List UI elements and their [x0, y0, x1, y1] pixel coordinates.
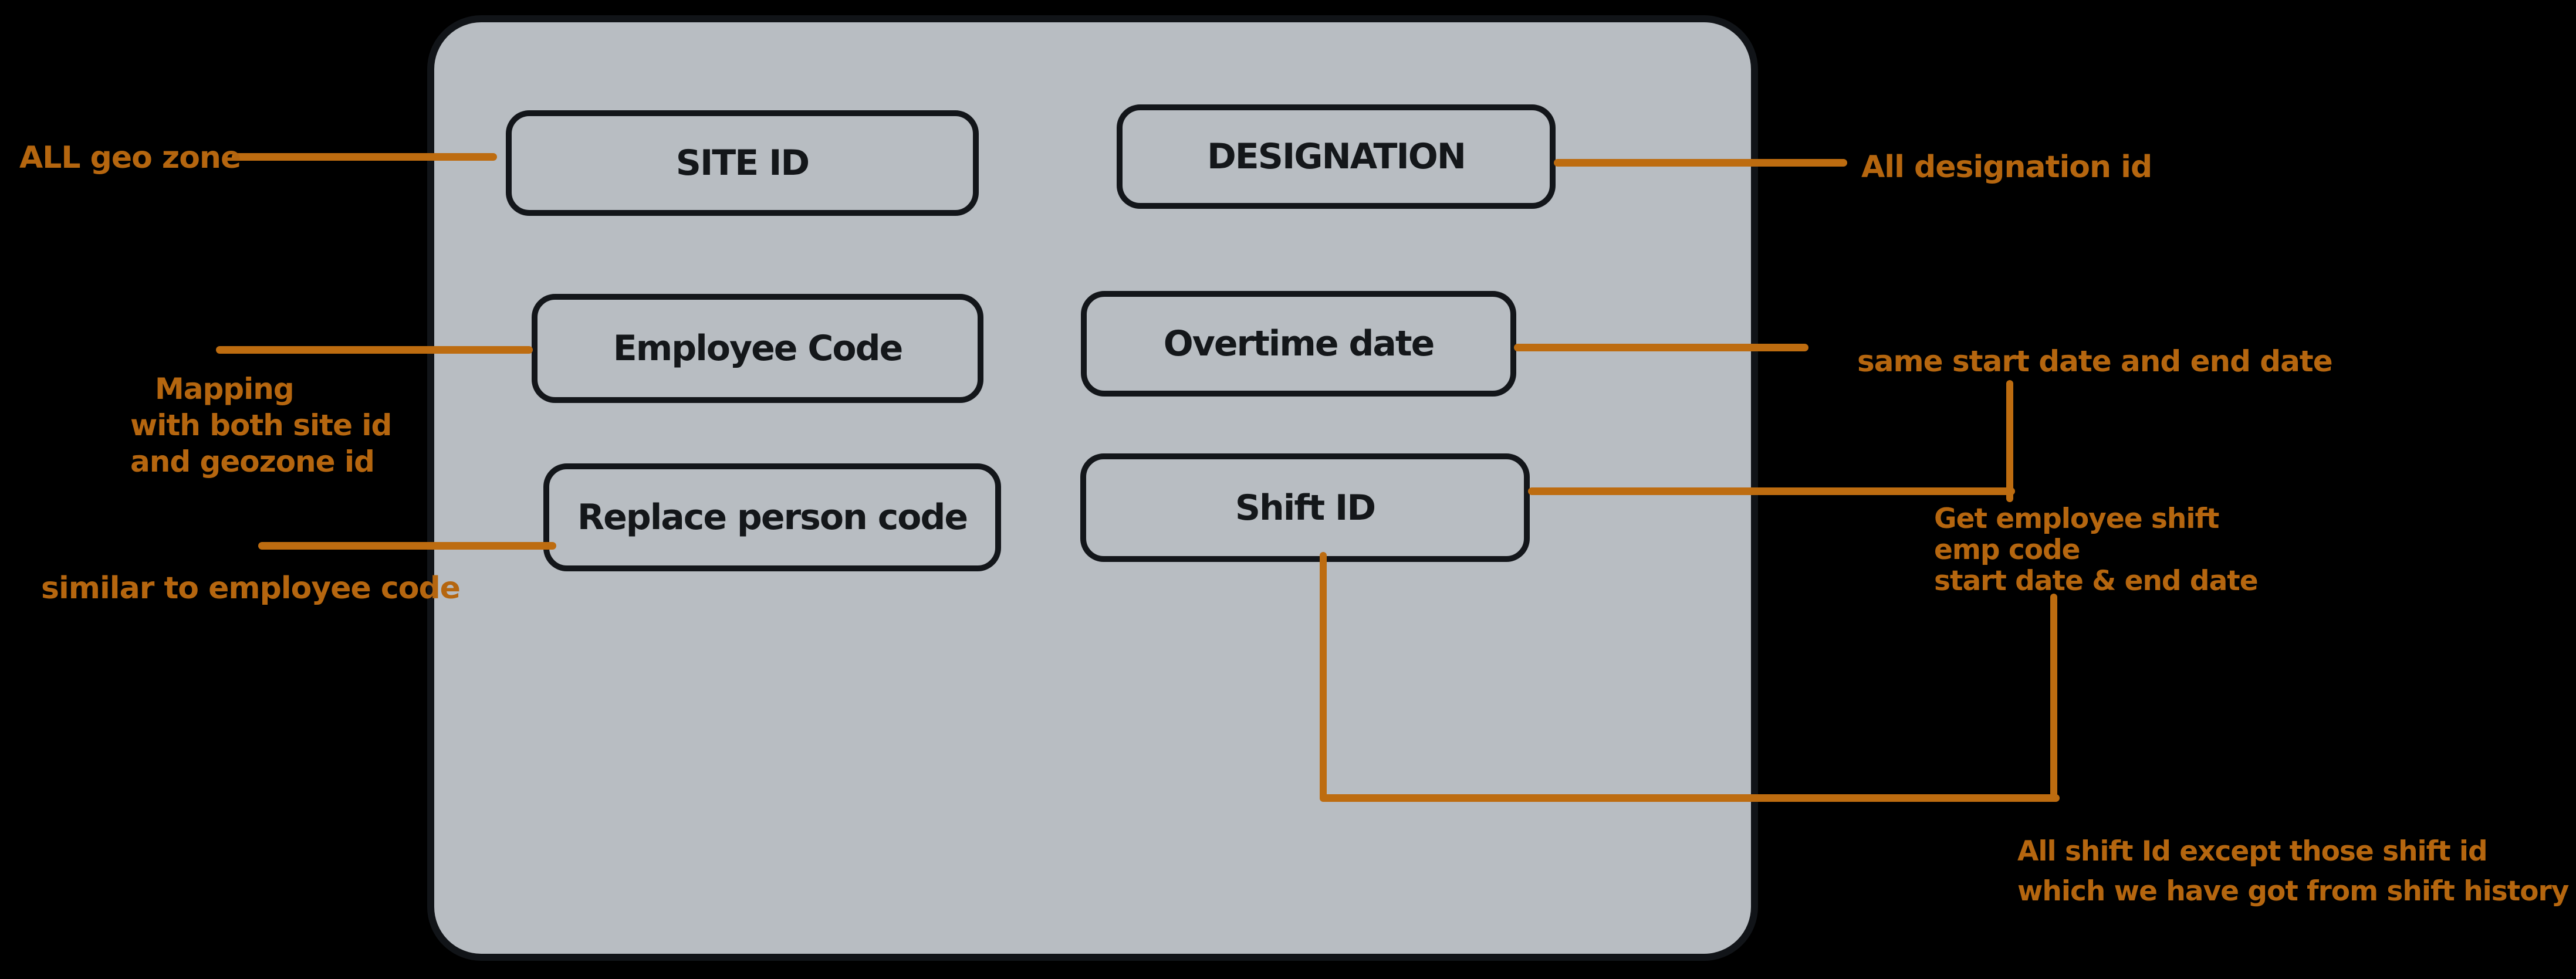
connector-same-start-down — [2006, 380, 2013, 502]
connector-mapping-to-employee-code — [216, 346, 533, 354]
node-replace-person-code-label: Replace person code — [577, 497, 968, 538]
annotation-get-employee-shift-line3: start date & end date — [1934, 565, 2259, 597]
connector-shift-id-bottom-down — [1320, 552, 1327, 802]
connector-overtime-date-to-note — [1514, 344, 1808, 351]
node-overtime-date-label: Overtime date — [1163, 323, 1435, 364]
annotation-get-employee-shift-line2: emp code — [1934, 534, 2081, 566]
connector-similar-to-replace-person-code — [258, 542, 556, 550]
connector-geo-zone-to-site-id — [232, 153, 497, 161]
node-site-id: SITE ID — [506, 110, 979, 216]
connector-bottom-horizontal — [1320, 794, 2060, 802]
node-employee-code-label: Employee Code — [613, 328, 904, 369]
node-designation-label: DESIGNATION — [1206, 136, 1466, 177]
connector-get-shift-down — [2050, 594, 2057, 801]
annotation-all-shift-id-line1: All shift Id except those shift id — [2017, 835, 2488, 868]
node-replace-person-code: Replace person code — [543, 463, 1001, 571]
annotation-get-employee-shift-line1: Get employee shift — [1934, 503, 2219, 535]
annotation-mapping-line1: Mapping — [155, 372, 295, 406]
node-overtime-date: Overtime date — [1081, 291, 1516, 397]
node-employee-code: Employee Code — [532, 294, 983, 403]
annotation-same-start-end-date: same start date and end date — [1857, 344, 2333, 378]
connector-designation-to-note — [1554, 159, 1847, 167]
node-designation: DESIGNATION — [1117, 104, 1556, 209]
annotation-all-shift-id: All shift Id except those shift id which… — [2017, 832, 2569, 912]
node-shift-id-label: Shift ID — [1235, 487, 1376, 529]
annotation-similar-to-employee-code: similar to employee code — [41, 571, 461, 606]
node-shift-id: Shift ID — [1080, 453, 1530, 562]
annotation-all-designation-id: All designation id — [1861, 150, 2152, 185]
annotation-mapping-line2: with both site id — [130, 408, 392, 442]
annotation-mapping-line3: and geozone id — [130, 445, 375, 479]
annotation-all-shift-id-line2: which we have got from shift history — [2017, 875, 2569, 907]
node-site-id-label: SITE ID — [675, 143, 810, 184]
annotation-get-employee-shift: Get employee shift emp code start date &… — [1934, 503, 2259, 597]
annotation-all-geo-zone: ALL geo zone — [19, 140, 241, 175]
annotation-mapping: Mapping with both site id and geozone id — [130, 371, 392, 480]
connector-shift-id-right — [1528, 487, 2015, 495]
